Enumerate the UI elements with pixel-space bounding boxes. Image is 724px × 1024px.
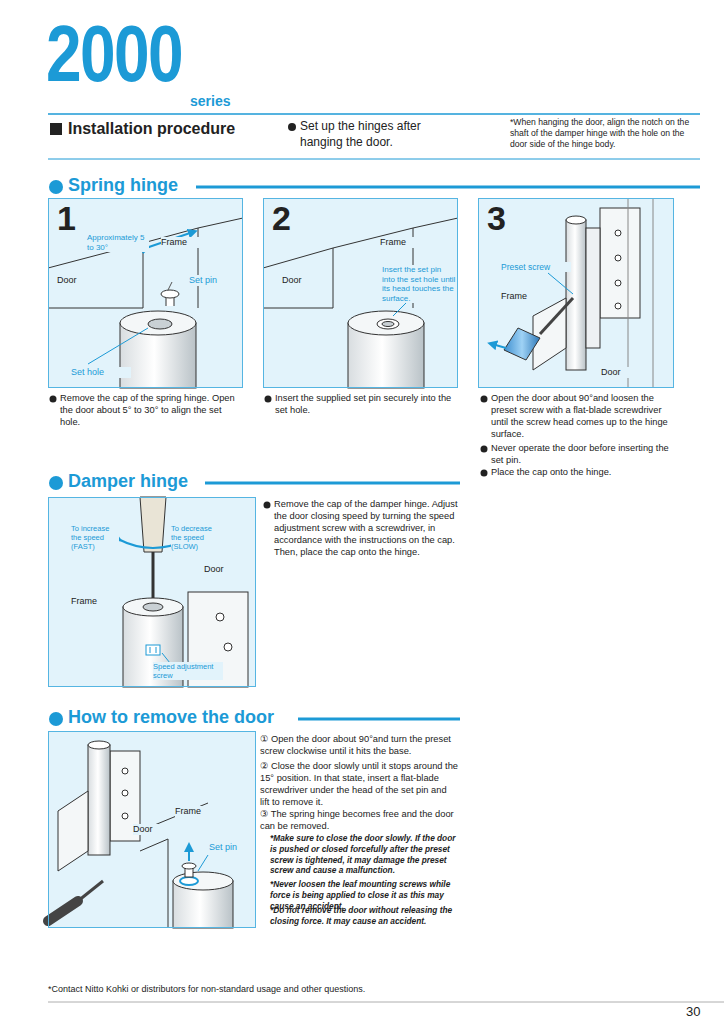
footer-note: *Contact Nitto Kohki or distributors for…: [48, 984, 548, 996]
callout-label: Frame: [501, 291, 551, 302]
instruction-text: Set up the hinges after hanging the door…: [300, 119, 450, 150]
section-heading: Installation procedure: [68, 119, 239, 138]
callout-label: Approximately 5 to 30°: [87, 233, 149, 252]
callout-label: Door: [57, 275, 107, 286]
callout-label: Insert the set pin into the set hole unt…: [382, 265, 456, 303]
callout-label: Door: [204, 564, 249, 575]
instruction-text: Open the door about 90°and loosen the pr…: [491, 392, 676, 440]
callout-label: Speed adjustment screw: [153, 662, 223, 680]
callout-label: Set pin: [189, 275, 239, 286]
section-heading: Spring hinge: [68, 175, 182, 197]
callout-label: Door: [133, 824, 173, 835]
step-number: 1: [57, 201, 87, 235]
removal-panel: FrameDoorSet pin: [48, 731, 256, 928]
title-suffix: series: [190, 93, 234, 110]
instruction-text: ② Close the door slowly until it stops a…: [260, 760, 458, 808]
callout-label: To decrease the speed (SLOW): [171, 524, 223, 551]
note-text: *When hanging the door, align the notch …: [510, 117, 702, 151]
callout-label: To increase the speed (FAST): [71, 524, 119, 551]
step-panel: 3Preset screwFrameDoor: [478, 198, 674, 388]
section-heading: How to remove the door: [68, 707, 278, 729]
step-panel: 2FrameDoor Insert the set pin into the se…: [263, 198, 458, 388]
damper-panel: To increase the speed (FAST) To decrease …: [48, 497, 256, 687]
step-number: 2: [272, 201, 302, 235]
caution-note: *Make sure to close the door slowly. If …: [270, 833, 460, 876]
page-title: 2000: [46, 14, 182, 94]
step-panel: 1Approximately 5 to 30° FrameDoor Set pinS…: [48, 198, 243, 388]
callout-label: Frame: [161, 237, 211, 248]
callout-label: Door: [601, 367, 651, 378]
callout-label: Frame: [71, 596, 121, 607]
instruction-text: Insert the supplied set pin securely int…: [275, 392, 457, 416]
caution-note: *Do not remove the door without releasin…: [270, 905, 460, 927]
callout-label: Set hole: [71, 367, 131, 378]
page-number: 30: [686, 1004, 716, 1021]
callout-label: Set pin: [209, 842, 254, 853]
instruction-text: Remove the cap of the damper hinge. Adju…: [274, 498, 460, 558]
callout-label: Door: [282, 275, 332, 286]
instruction-text: Never operate the door before inserting …: [491, 442, 676, 466]
instruction-text: Remove the cap of the spring hinge. Open…: [60, 392, 242, 428]
instruction-text: Place the cap onto the hinge.: [491, 466, 676, 478]
step-number: 3: [487, 201, 517, 235]
callout-label: Preset screw: [501, 262, 571, 272]
callout-label: Frame: [380, 237, 430, 248]
section-heading: Damper hinge: [68, 471, 192, 493]
callout-label: Frame: [175, 806, 225, 817]
instruction-text: ③ The spring hinge becomes free and the …: [260, 808, 458, 832]
instruction-text: ① Open the door about 90°and turn the pr…: [260, 733, 458, 757]
